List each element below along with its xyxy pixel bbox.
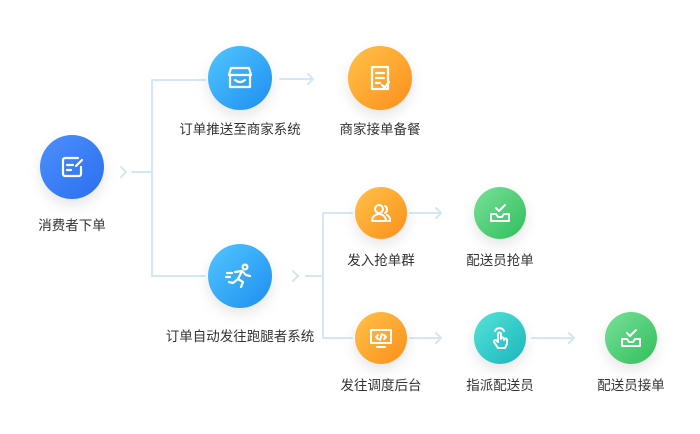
circle-auto-dispatch bbox=[208, 244, 272, 308]
runner-icon bbox=[225, 263, 252, 289]
node-assign-courier: 指派配送员 bbox=[466, 312, 534, 394]
circle-assign-courier bbox=[474, 312, 526, 364]
node-courier-grab: 配送员抢单 bbox=[466, 187, 534, 269]
label-assign-courier: 指派配送员 bbox=[466, 378, 534, 394]
label-courier-grab: 配送员抢单 bbox=[466, 253, 534, 269]
node-courier-accept: 配送员接单 bbox=[597, 312, 665, 394]
circle-consumer-order bbox=[40, 135, 104, 199]
label-merchant-accept: 商家接单备餐 bbox=[339, 122, 421, 138]
monitor-code-icon bbox=[370, 329, 392, 348]
node-dispatch-backend: 发往调度后台 bbox=[341, 312, 422, 394]
label-courier-accept: 配送员接单 bbox=[597, 378, 665, 394]
arrow-push-to-merchant bbox=[279, 73, 314, 85]
circle-push-merchant bbox=[208, 46, 272, 110]
circle-grab-group bbox=[355, 187, 407, 239]
group-users-icon bbox=[371, 204, 392, 222]
label-grab-group: 发入抢单群 bbox=[347, 253, 415, 269]
arrow-dispatch-to-branch bbox=[292, 270, 299, 282]
label-consumer-order: 消费者下单 bbox=[38, 218, 106, 234]
label-push-merchant: 订单推送至商家系统 bbox=[179, 122, 301, 138]
inbox-check-icon bbox=[490, 204, 510, 222]
label-dispatch-backend: 发往调度后台 bbox=[340, 378, 422, 394]
circle-courier-accept bbox=[605, 312, 657, 364]
node-push-merchant: 订单推送至商家系统 bbox=[179, 46, 301, 138]
arrow-assign-to-accept bbox=[531, 332, 575, 344]
label-auto-dispatch: 订单自动发往跑腿者系统 bbox=[165, 329, 315, 345]
node-merchant-accept: 商家接单备餐 bbox=[340, 46, 421, 138]
edit-note-icon bbox=[61, 156, 84, 178]
inbox-check-icon bbox=[621, 329, 641, 347]
circle-dispatch-backend bbox=[355, 312, 407, 364]
arrow-consumer-to-branch bbox=[120, 166, 127, 178]
node-consumer-order: 消费者下单 bbox=[38, 135, 106, 234]
arrow-backend-to-assign bbox=[409, 332, 442, 344]
circle-courier-grab bbox=[474, 187, 526, 239]
clipboard-check-icon bbox=[370, 65, 391, 91]
arrow-group-to-grab bbox=[409, 207, 442, 219]
branch-line-main bbox=[131, 79, 206, 277]
node-auto-dispatch: 订单自动发往跑腿者系统 bbox=[166, 244, 314, 345]
store-icon bbox=[227, 66, 253, 89]
tap-hand-icon bbox=[492, 327, 508, 349]
node-grab-group: 发入抢单群 bbox=[347, 187, 415, 269]
branch-line-lower bbox=[305, 212, 353, 339]
circle-merchant-accept bbox=[348, 46, 412, 110]
